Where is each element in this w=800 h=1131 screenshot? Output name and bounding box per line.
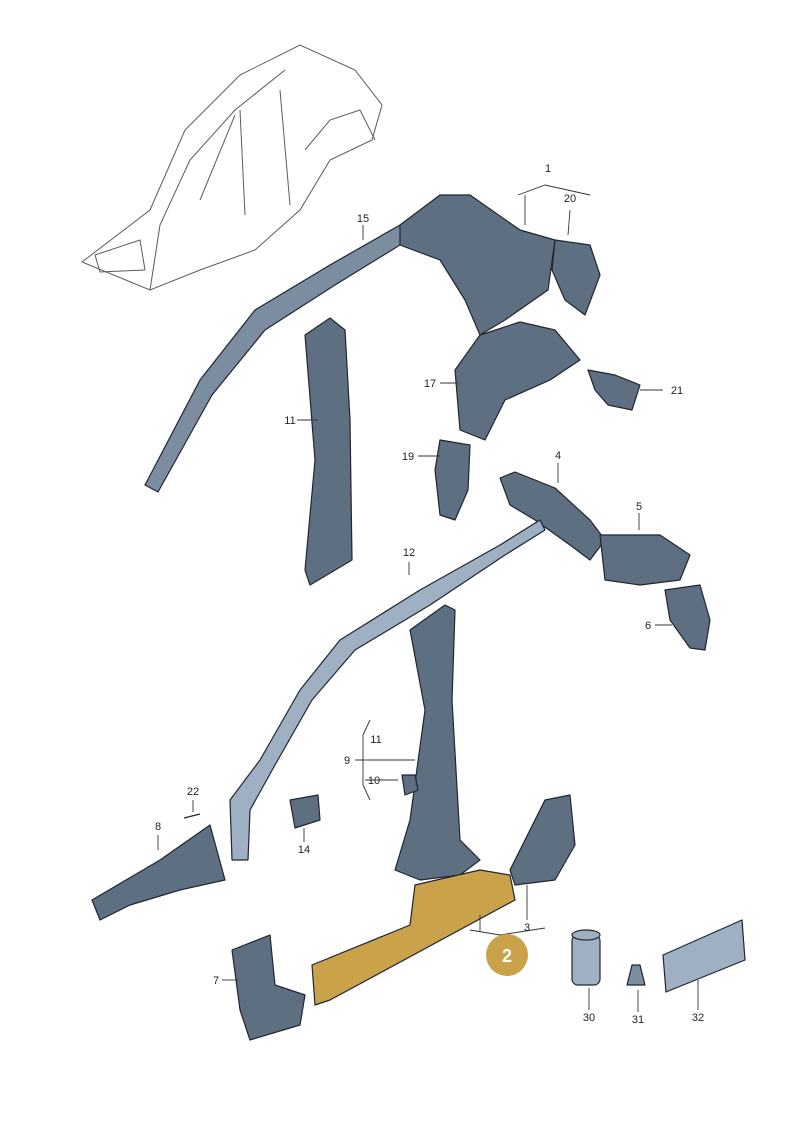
- callout-30: 30: [583, 1012, 595, 1024]
- callout-6: 6: [645, 620, 651, 632]
- part-14-block: [289, 794, 321, 829]
- part-2-sill-panel: [311, 869, 516, 1006]
- part-11-b-pillar-upper: [304, 317, 353, 586]
- part-7-pillar-foot: [231, 934, 306, 1041]
- part-20-bracket: [551, 239, 601, 316]
- part-19-reinforcement: [434, 439, 471, 521]
- part-6-end-piece: [664, 584, 711, 651]
- callout-5: 5: [636, 501, 642, 513]
- part-22-strip: [183, 813, 201, 819]
- callout-11-lower: 11: [370, 734, 381, 746]
- callout-17: 17: [424, 378, 436, 390]
- callout-2-badge: 2: [486, 934, 528, 976]
- callout-10: 10: [368, 775, 380, 787]
- callout-21: 21: [671, 385, 683, 397]
- callout-1: 1: [545, 163, 551, 175]
- callout-11-upper: 11: [284, 415, 295, 427]
- part-15-roof-frame-rail: [144, 219, 441, 493]
- part-11-b-pillar-lower: [394, 604, 481, 881]
- callout-4: 4: [555, 450, 561, 462]
- part-32-sheet: [662, 919, 746, 993]
- part-17-wheel-house: [454, 321, 581, 441]
- callout-labels: 1 20 15 11 17 21 19 4 5 12 6 9 11 10 22 …: [155, 163, 704, 1026]
- part-31-plug: [626, 964, 646, 986]
- part-30-cylinder: [571, 929, 601, 986]
- callout-22: 22: [187, 786, 199, 798]
- part-8-front-panel: [91, 824, 226, 921]
- callout-7: 7: [213, 975, 219, 987]
- part-12-side-rail: [229, 519, 546, 861]
- leader-lines: [157, 184, 699, 1012]
- part-21-small-bracket: [587, 369, 641, 411]
- part-1-rear-quarter-panel: [399, 194, 556, 336]
- part-4-rear-frame: [499, 471, 606, 561]
- callout-12: 12: [403, 547, 415, 559]
- callout-3: 3: [524, 922, 530, 934]
- callout-8: 8: [155, 821, 161, 833]
- callout-2: 2: [502, 946, 512, 966]
- callout-14: 14: [298, 844, 310, 856]
- callout-19: 19: [402, 451, 414, 463]
- callout-9: 9: [344, 755, 350, 767]
- callout-32: 32: [692, 1012, 704, 1024]
- body-side-overview: [81, 44, 383, 291]
- part-3-rear-section: [509, 794, 576, 886]
- callout-15: 15: [357, 213, 369, 225]
- part-5-tail-panel-section: [599, 534, 691, 586]
- callout-31: 31: [632, 1014, 644, 1026]
- callout-20: 20: [564, 193, 576, 205]
- part-10-clip: [401, 774, 419, 796]
